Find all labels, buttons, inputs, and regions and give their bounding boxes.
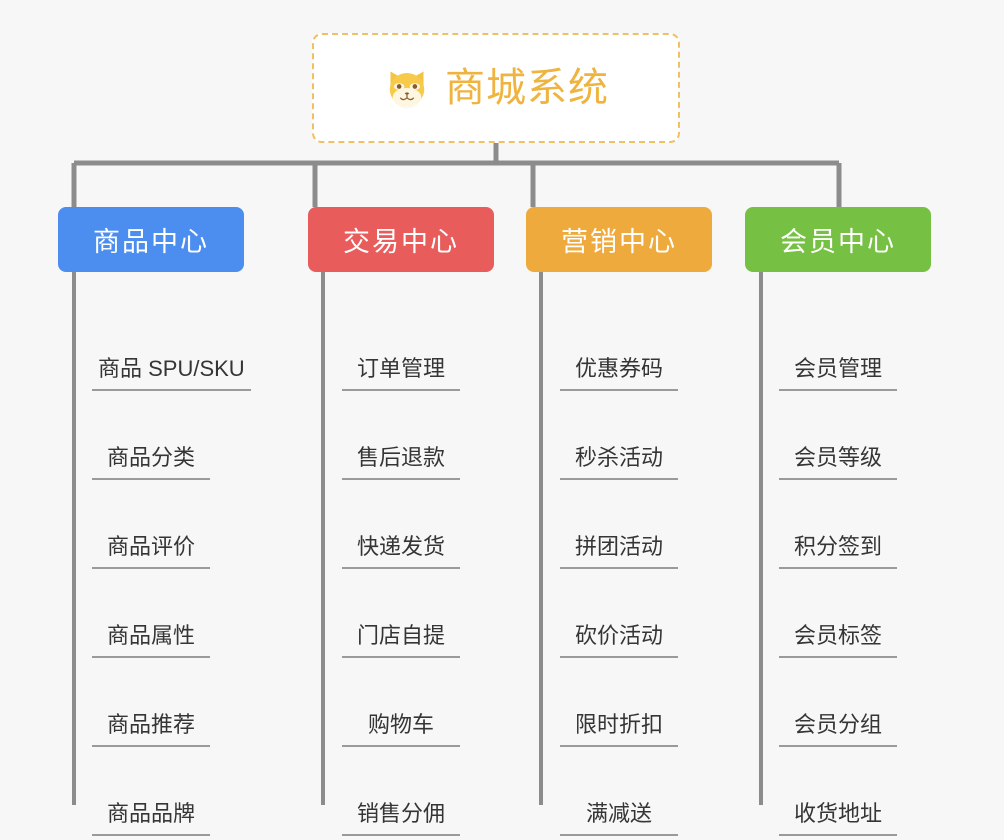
leaf-item[interactable]: 门店自提 bbox=[324, 569, 494, 658]
leaf-label: 会员管理 bbox=[779, 358, 897, 391]
root-label: 商城系统 bbox=[445, 66, 609, 110]
leaf-label: 砍价活动 bbox=[560, 625, 678, 658]
branch-header-transaction-center[interactable]: 交易中心 bbox=[308, 207, 494, 272]
leaf-item[interactable]: 优惠券码 bbox=[542, 302, 712, 391]
branch-column-3: 营销中心 优惠券码 秒杀活动 拼团活动 砍价活动 限时折扣 满减送 bbox=[526, 207, 712, 836]
leaf-item[interactable]: 销售分佣 bbox=[324, 747, 494, 836]
leaf-item[interactable]: 商品属性 bbox=[74, 569, 251, 658]
leaf-item[interactable]: 砍价活动 bbox=[542, 569, 712, 658]
branch-header-label: 商品中心 bbox=[93, 227, 209, 257]
leaf-label: 订单管理 bbox=[342, 358, 460, 391]
leaf-label: 商品属性 bbox=[92, 625, 210, 658]
leaf-label: 满减送 bbox=[560, 803, 678, 836]
leaf-list: 商品 SPU/SKU 商品分类 商品评价 商品属性 商品推荐 商品品牌 bbox=[58, 302, 251, 836]
leaf-list: 会员管理 会员等级 积分签到 会员标签 会员分组 收货地址 bbox=[745, 302, 931, 836]
shiba-dog-icon bbox=[389, 71, 425, 109]
branch-header-label: 会员中心 bbox=[780, 227, 896, 257]
leaf-label: 商品分类 bbox=[92, 447, 210, 480]
leaf-item[interactable]: 满减送 bbox=[542, 747, 712, 836]
leaf-label: 会员等级 bbox=[779, 447, 897, 480]
leaf-label: 购物车 bbox=[342, 714, 460, 747]
leaf-item[interactable]: 会员管理 bbox=[761, 302, 931, 391]
leaf-item[interactable]: 商品推荐 bbox=[74, 658, 251, 747]
leaf-label: 快递发货 bbox=[342, 536, 460, 569]
leaf-item[interactable]: 限时折扣 bbox=[542, 658, 712, 747]
leaf-item[interactable]: 快递发货 bbox=[324, 480, 494, 569]
leaf-label: 会员标签 bbox=[779, 625, 897, 658]
branch-column-1: 商品中心 商品 SPU/SKU 商品分类 商品评价 商品属性 商品推荐 商品品牌 bbox=[58, 207, 251, 836]
leaf-item[interactable]: 购物车 bbox=[324, 658, 494, 747]
leaf-item[interactable]: 售后退款 bbox=[324, 391, 494, 480]
leaf-item[interactable]: 积分签到 bbox=[761, 480, 931, 569]
leaf-item[interactable]: 商品评价 bbox=[74, 480, 251, 569]
leaf-item[interactable]: 商品 SPU/SKU bbox=[74, 302, 251, 391]
branch-column-2: 交易中心 订单管理 售后退款 快递发货 门店自提 购物车 销售分佣 bbox=[308, 207, 494, 836]
leaf-label: 会员分组 bbox=[779, 714, 897, 747]
leaf-item[interactable]: 会员标签 bbox=[761, 569, 931, 658]
leaf-label: 商品推荐 bbox=[92, 714, 210, 747]
root-node[interactable]: 商城系统 bbox=[312, 33, 680, 143]
leaf-label: 门店自提 bbox=[342, 625, 460, 658]
leaf-label: 售后退款 bbox=[342, 447, 460, 480]
branch-header-marketing-center[interactable]: 营销中心 bbox=[526, 207, 712, 272]
leaf-label: 积分签到 bbox=[779, 536, 897, 569]
leaf-label: 秒杀活动 bbox=[560, 447, 678, 480]
branch-header-product-center[interactable]: 商品中心 bbox=[58, 207, 244, 272]
leaf-item[interactable]: 收货地址 bbox=[761, 747, 931, 836]
leaf-list: 订单管理 售后退款 快递发货 门店自提 购物车 销售分佣 bbox=[308, 302, 494, 836]
leaf-label: 商品评价 bbox=[92, 536, 210, 569]
leaf-list: 优惠券码 秒杀活动 拼团活动 砍价活动 限时折扣 满减送 bbox=[526, 302, 712, 836]
leaf-item[interactable]: 会员分组 bbox=[761, 658, 931, 747]
leaf-label: 商品品牌 bbox=[92, 803, 210, 836]
branch-column-4: 会员中心 会员管理 会员等级 积分签到 会员标签 会员分组 收货地址 bbox=[745, 207, 931, 836]
leaf-item[interactable]: 商品品牌 bbox=[74, 747, 251, 836]
leaf-item[interactable]: 订单管理 bbox=[324, 302, 494, 391]
leaf-label: 拼团活动 bbox=[560, 536, 678, 569]
leaf-item[interactable]: 商品分类 bbox=[74, 391, 251, 480]
leaf-label: 商品 SPU/SKU bbox=[92, 358, 251, 391]
branch-header-label: 交易中心 bbox=[343, 227, 459, 257]
leaf-item[interactable]: 秒杀活动 bbox=[542, 391, 712, 480]
branch-header-member-center[interactable]: 会员中心 bbox=[745, 207, 931, 272]
leaf-label: 优惠券码 bbox=[560, 358, 678, 391]
leaf-label: 销售分佣 bbox=[342, 803, 460, 836]
leaf-item[interactable]: 拼团活动 bbox=[542, 480, 712, 569]
leaf-label: 收货地址 bbox=[779, 803, 897, 836]
leaf-item[interactable]: 会员等级 bbox=[761, 391, 931, 480]
branch-header-label: 营销中心 bbox=[561, 227, 677, 257]
leaf-label: 限时折扣 bbox=[560, 714, 678, 747]
